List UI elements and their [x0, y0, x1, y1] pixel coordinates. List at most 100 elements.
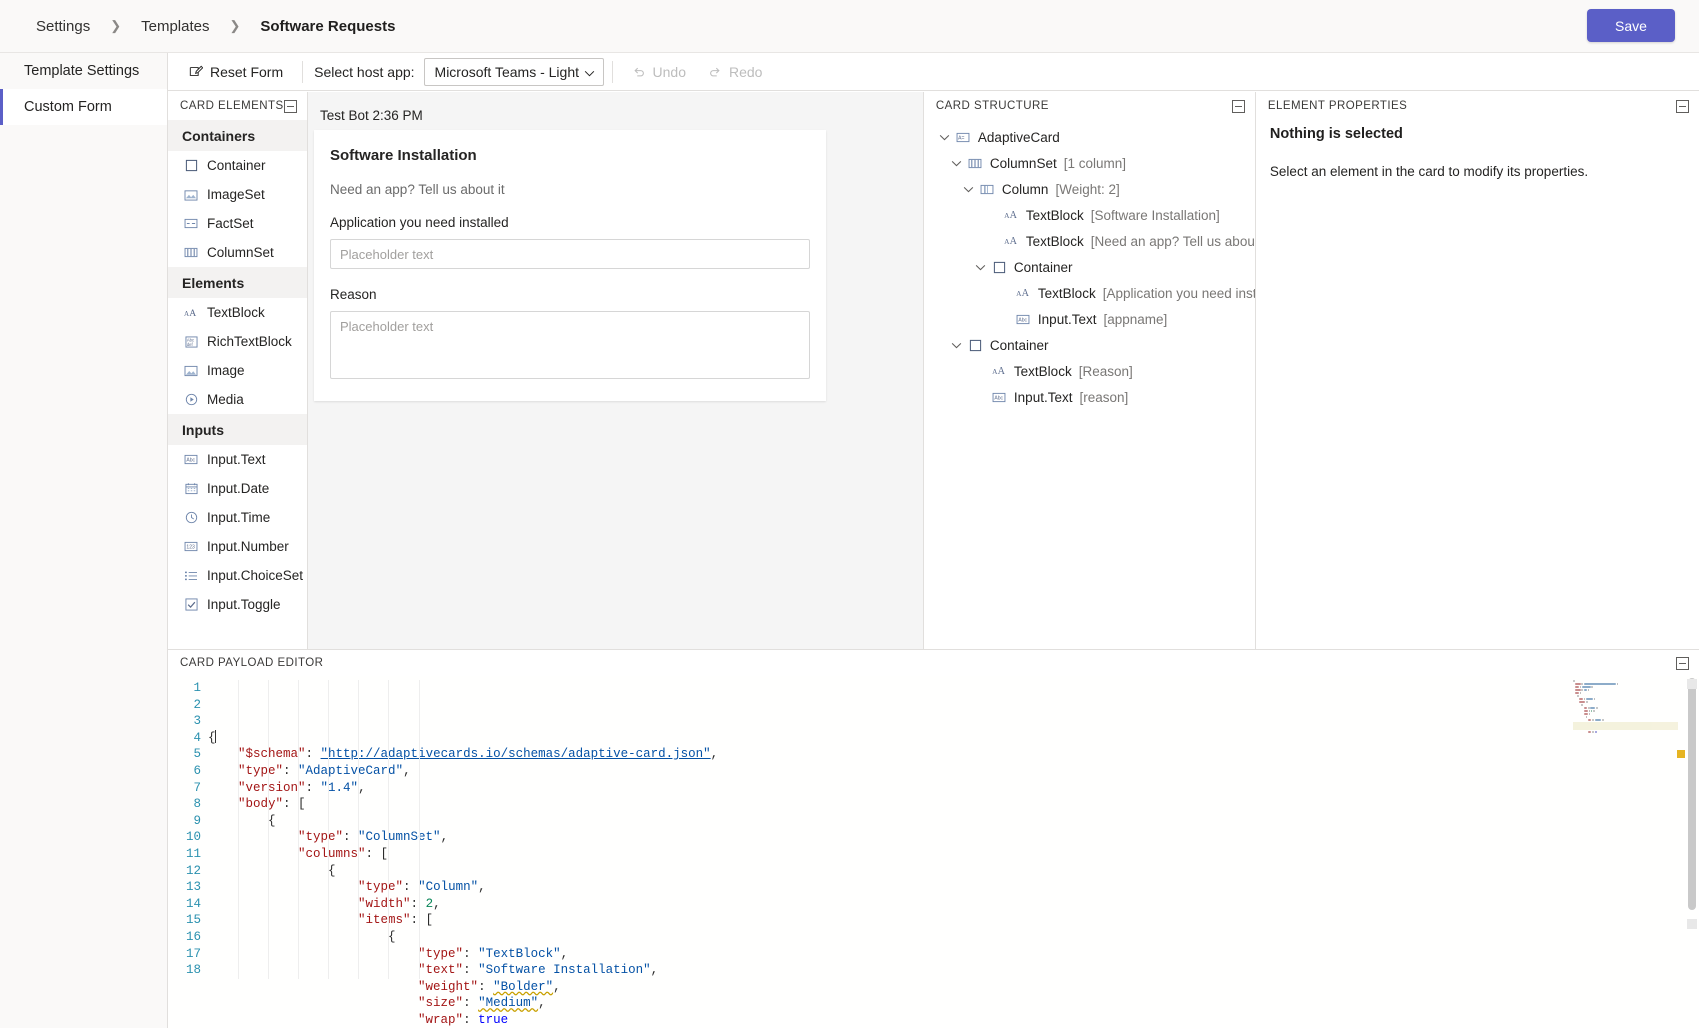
code-line[interactable]: "type": "Column", — [208, 879, 1699, 896]
svg-text:Abc: Abc — [995, 395, 1004, 401]
element-textblock[interactable]: AA TextBlock — [168, 298, 307, 327]
code-line[interactable]: { — [208, 929, 1699, 946]
element-input-toggle[interactable]: Input.Toggle — [168, 590, 307, 619]
tree-node-adaptivecard[interactable]: A=AdaptiveCard — [924, 124, 1255, 150]
card-structure-title: CARD STRUCTURE — [936, 100, 1049, 112]
code-line[interactable]: "type": "ColumnSet", — [208, 829, 1699, 846]
code-line[interactable]: "width": 2, — [208, 896, 1699, 913]
tree-node-input-text[interactable]: AbcInput.Text[appname] — [924, 306, 1255, 332]
tree-node-meta: [Reason] — [1079, 364, 1133, 379]
tree-node-column[interactable]: Column[Weight: 2] — [924, 176, 1255, 202]
tree-node-name: Container — [990, 338, 1049, 353]
card-appname-input[interactable]: Placeholder text — [330, 239, 810, 269]
element-input-choiceset[interactable]: Input.ChoiceSet — [168, 561, 307, 590]
element-label: Input.ChoiceSet — [207, 568, 303, 583]
editor-code-area[interactable]: { "$schema": "http://adaptivecards.io/sc… — [208, 676, 1699, 1029]
reset-form-button[interactable]: Reset Form — [178, 57, 294, 87]
redo-button[interactable]: Redo — [697, 57, 773, 87]
element-container[interactable]: Container — [168, 151, 307, 180]
tree-node-columnset[interactable]: ColumnSet[1 column] — [924, 150, 1255, 176]
element-input-time[interactable]: Input.Time — [168, 503, 307, 532]
tree-node-container[interactable]: Container — [924, 332, 1255, 358]
chevron-down-icon[interactable] — [950, 338, 964, 352]
tree-node-textblock[interactable]: AATextBlock[Application you need install… — [924, 280, 1255, 306]
code-line[interactable]: "$schema": "http://adaptivecards.io/sche… — [208, 746, 1699, 763]
container-icon — [992, 260, 1007, 274]
code-line[interactable]: "wrap": true — [208, 1012, 1699, 1029]
collapse-icon[interactable] — [1676, 657, 1689, 670]
line-number: 4 — [168, 730, 201, 747]
textblock-icon: AA — [184, 306, 198, 320]
element-properties-title: ELEMENT PROPERTIES — [1268, 100, 1407, 112]
designer-toolbar: Reset Form Select host app: Microsoft Te… — [168, 53, 1699, 91]
card-title: Software Installation — [330, 147, 810, 164]
chevron-down-icon[interactable] — [938, 130, 952, 144]
element-input-text[interactable]: Abc Input.Text — [168, 445, 307, 474]
element-columnset[interactable]: ColumnSet — [168, 238, 307, 267]
card-structure-tree: A=AdaptiveCardColumnSet[1 column]Column[… — [924, 120, 1255, 410]
element-factset[interactable]: FactSet — [168, 209, 307, 238]
nav-item-custom-form[interactable]: Custom Form — [0, 89, 167, 125]
code-line[interactable]: "columns": [ — [208, 846, 1699, 863]
code-line[interactable]: "text": "Software Installation", — [208, 962, 1699, 979]
nav-item-label: Custom Form — [24, 99, 112, 115]
tree-node-name: ColumnSet — [990, 156, 1057, 171]
image-icon — [184, 364, 198, 378]
host-app-select[interactable]: Microsoft Teams - Light — [424, 58, 604, 86]
tree-node-name: TextBlock — [1014, 364, 1072, 379]
svg-text:Abc: Abc — [1019, 317, 1028, 323]
element-input-date[interactable]: Input.Date — [168, 474, 307, 503]
tree-node-container[interactable]: Container — [924, 254, 1255, 280]
card-elements-title: CARD ELEMENTS — [180, 100, 284, 112]
tree-node-name: TextBlock — [1026, 234, 1084, 249]
element-image[interactable]: Image — [168, 356, 307, 385]
element-richtextblock[interactable]: Abcdef RichTextBlock — [168, 327, 307, 356]
line-number: 6 — [168, 763, 201, 780]
code-line[interactable]: "type": "TextBlock", — [208, 946, 1699, 963]
scroll-down-arrow[interactable] — [1687, 919, 1697, 929]
card-reason-input[interactable]: Placeholder text — [330, 311, 810, 379]
code-line[interactable]: { — [208, 813, 1699, 830]
breadcrumb-item-settings[interactable]: Settings — [28, 14, 98, 39]
scroll-up-arrow[interactable] — [1687, 679, 1697, 689]
element-imageset[interactable]: ImageSet — [168, 180, 307, 209]
code-line[interactable]: "items": [ — [208, 912, 1699, 929]
tree-node-textblock[interactable]: AATextBlock[Reason] — [924, 358, 1255, 384]
element-label: Image — [207, 363, 245, 378]
collapse-icon[interactable] — [1232, 100, 1245, 113]
code-editor[interactable]: 123456789101112131415161718 { "$schema":… — [168, 676, 1699, 1029]
code-line[interactable]: "weight": "Bolder", — [208, 979, 1699, 996]
element-input-number[interactable]: 123 Input.Number — [168, 532, 307, 561]
svg-text:def: def — [186, 342, 193, 347]
column-icon — [980, 182, 995, 196]
chevron-down-icon[interactable] — [974, 260, 988, 274]
code-line[interactable]: "body": [ — [208, 796, 1699, 813]
reset-form-label: Reset Form — [210, 64, 283, 80]
code-line[interactable]: "version": "1.4", — [208, 780, 1699, 797]
scrollbar-thumb[interactable] — [1688, 678, 1696, 910]
element-media[interactable]: Media — [168, 385, 307, 414]
collapse-icon[interactable] — [284, 100, 297, 113]
code-line[interactable]: "size": "Medium", — [208, 995, 1699, 1012]
element-label: Input.Text — [207, 452, 266, 467]
code-line[interactable]: { — [208, 863, 1699, 880]
code-line[interactable]: "type": "AdaptiveCard", — [208, 763, 1699, 780]
collapse-icon[interactable] — [1676, 100, 1689, 113]
code-line[interactable]: { — [208, 730, 1699, 747]
undo-button[interactable]: Undo — [621, 57, 697, 87]
element-label: Input.Date — [207, 481, 269, 496]
tree-node-textblock[interactable]: AATextBlock[Need an app? Tell us about i… — [924, 228, 1255, 254]
save-button[interactable]: Save — [1587, 9, 1675, 42]
adaptive-card-preview[interactable]: Software Installation Need an app? Tell … — [314, 130, 826, 401]
tree-node-textblock[interactable]: AATextBlock[Software Installation] — [924, 202, 1255, 228]
editor-scrollbar[interactable] — [1687, 678, 1697, 1027]
nav-item-template-settings[interactable]: Template Settings — [0, 53, 167, 89]
undo-icon — [632, 65, 646, 79]
group-header-containers: Containers — [168, 120, 307, 151]
chevron-down-icon[interactable] — [950, 156, 964, 170]
chevron-down-icon[interactable] — [962, 182, 976, 196]
element-label: Container — [207, 158, 266, 173]
breadcrumb-item-templates[interactable]: Templates — [133, 14, 217, 39]
panel-row: CARD ELEMENTS Containers Container Image… — [168, 92, 1699, 649]
tree-node-input-text[interactable]: AbcInput.Text[reason] — [924, 384, 1255, 410]
